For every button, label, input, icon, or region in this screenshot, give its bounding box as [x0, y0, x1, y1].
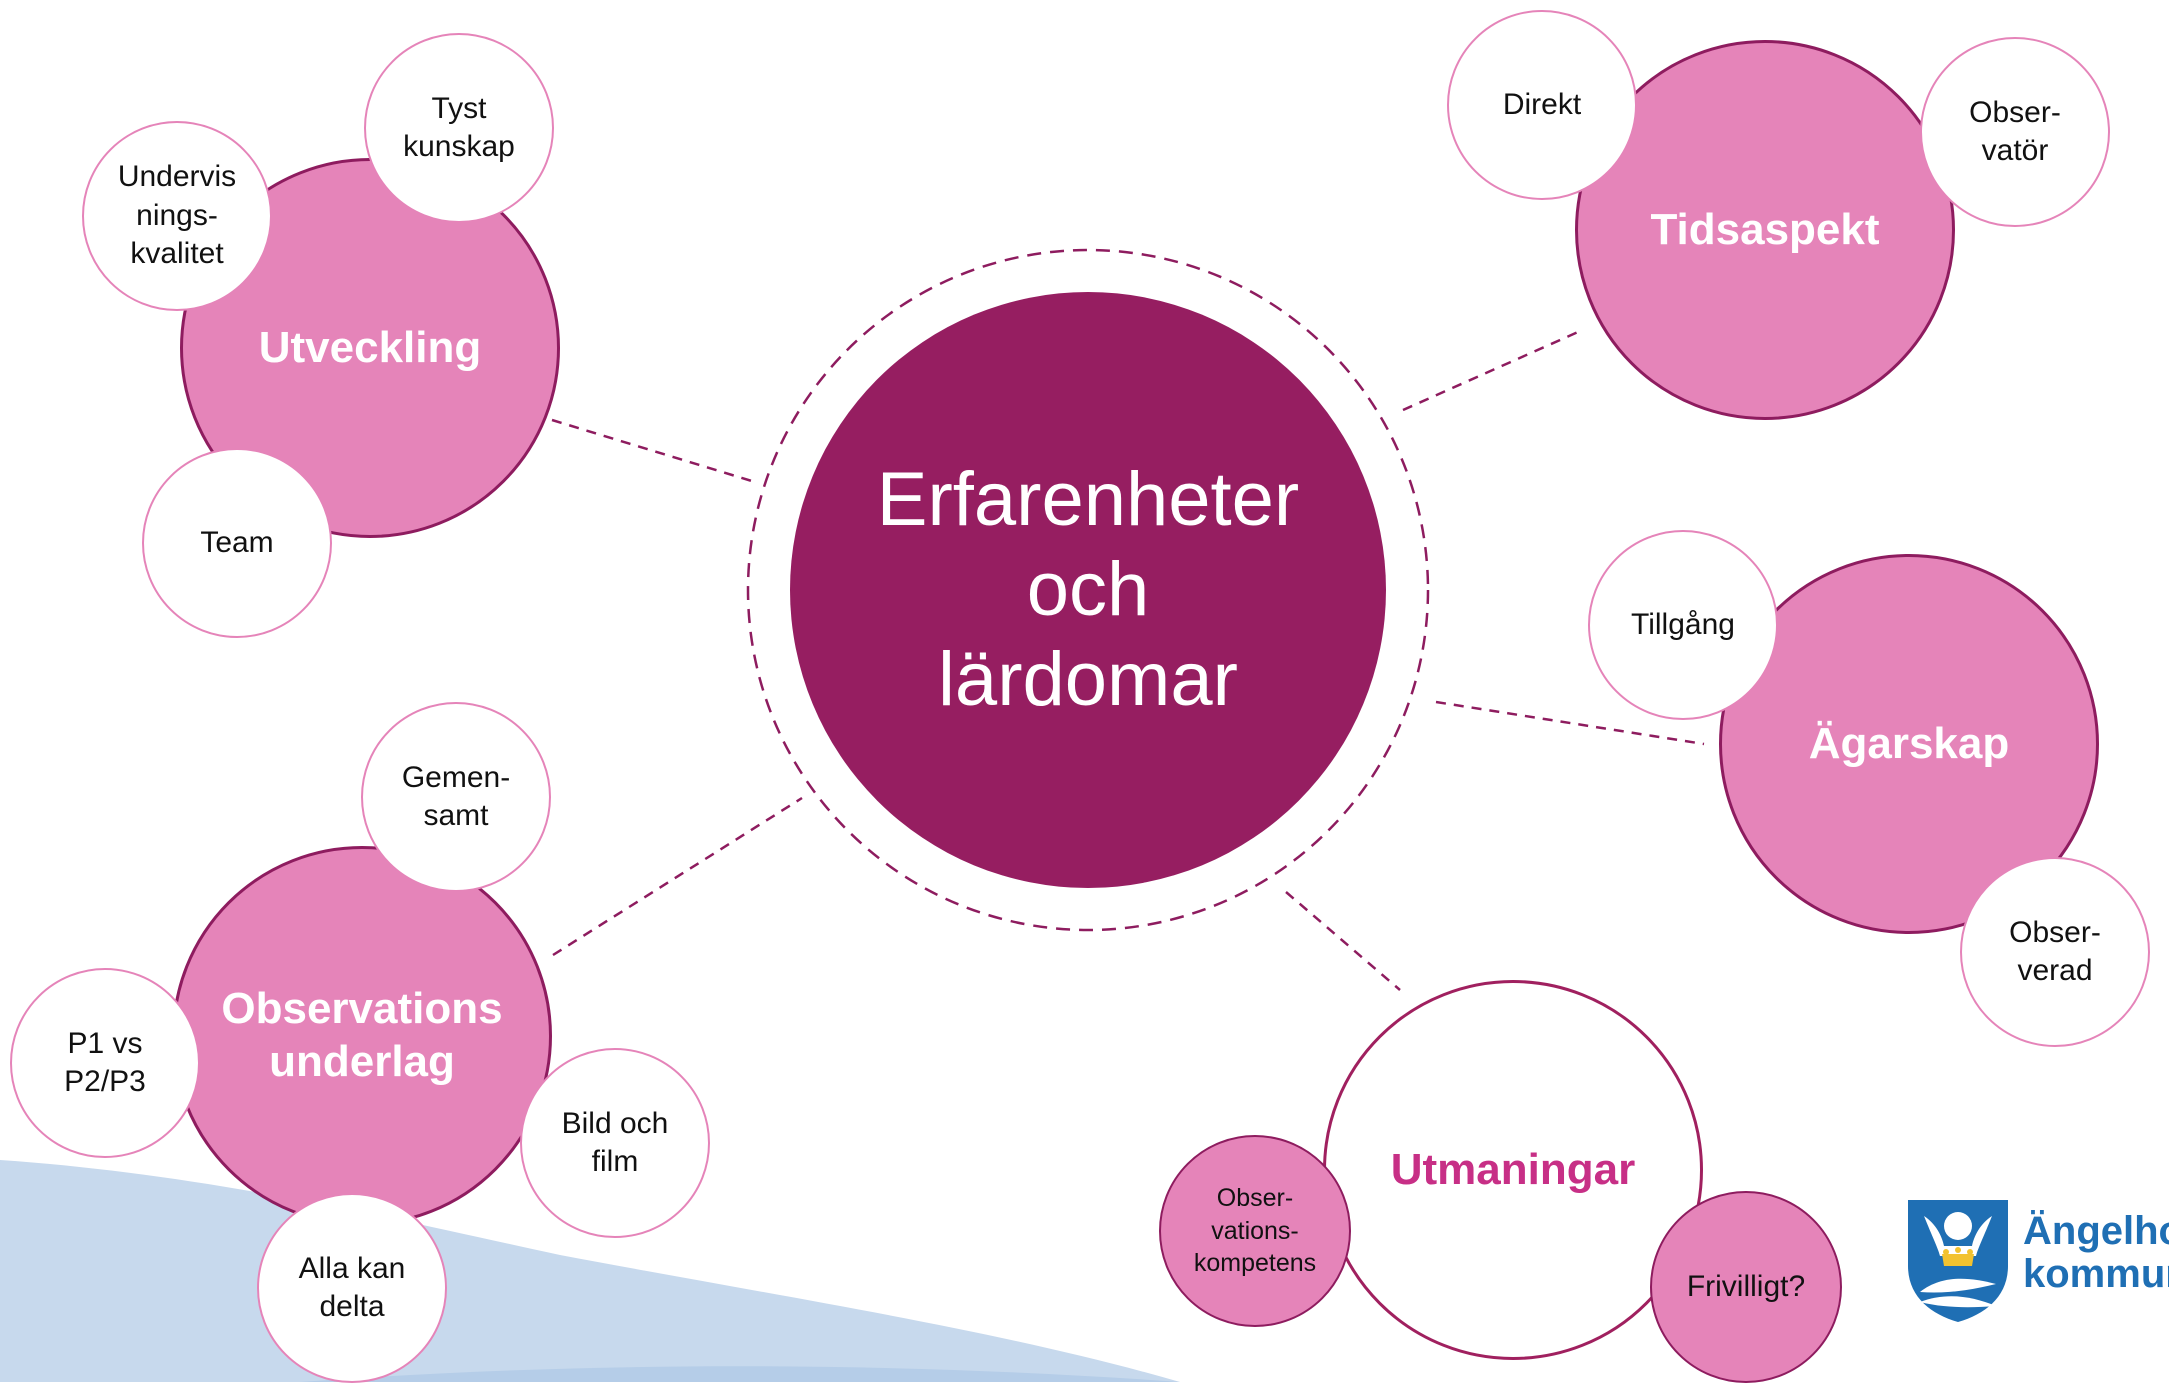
- hub-utveckling-label: Utveckling: [258, 322, 482, 372]
- leaf-bild-och-film-label: Bild och film: [561, 1106, 669, 1178]
- connector-utveckling: [551, 418, 756, 484]
- leaf-tyst-kunskap: Tyst kunskap: [364, 33, 554, 223]
- leaf-tyst-kunskap-label: Tyst kunskap: [403, 91, 515, 163]
- coat-of-arms-icon: [1908, 1200, 2008, 1322]
- leaf-undervisningskvalitet: Undervis nings- kvalitet: [82, 121, 272, 311]
- leaf-frivilligt: Frivilligt?: [1650, 1191, 1842, 1383]
- leaf-undervisningskvalitet-label: Undervis nings- kvalitet: [117, 160, 237, 271]
- connector-utmaningar: [1285, 891, 1401, 991]
- leaf-gemensamt-label: Gemen- samt: [401, 760, 511, 832]
- municipality-logo: Ängelholms kommun: [1906, 1196, 2169, 1326]
- leaf-gemensamt: Gemen- samt: [361, 702, 551, 892]
- leaf-direkt-label: Direkt: [1502, 87, 1582, 121]
- leaf-observationskompetens-label: Obser- vations- kompetens: [1193, 1184, 1317, 1278]
- leaf-p1-vs-p2p3: P1 vs P2/P3: [10, 968, 200, 1158]
- municipality-name: Ängelholms kommun: [2023, 1209, 2169, 1297]
- leaf-observationskompetens: Obser- vations- kompetens: [1159, 1135, 1351, 1327]
- leaf-p1-vs-p2p3-label: P1 vs P2/P3: [64, 1026, 146, 1098]
- leaf-tillgang: Tillgång: [1588, 530, 1778, 720]
- hub-utmaningar-label: Utmaningar: [1390, 1145, 1636, 1194]
- leaf-tillgang-label: Tillgång: [1631, 607, 1735, 641]
- leaf-direkt: Direkt: [1447, 10, 1637, 200]
- center-dashed-ring: [746, 248, 1430, 932]
- center-node: Erfarenheter och lärdomar: [790, 292, 1386, 888]
- connector-observationsunderlag: [552, 796, 803, 957]
- leaf-alla-kan-delta-label: Alla kan delta: [298, 1251, 406, 1323]
- leaf-observerad-label: Obser- verad: [2009, 915, 2101, 987]
- leaf-observerad: Obser- verad: [1960, 857, 2150, 1047]
- hub-observationsunderlag-label: Observations underlag: [221, 984, 503, 1086]
- leaf-observator: Obser- vatör: [1920, 37, 2110, 227]
- leaf-frivilligt-label: Frivilligt?: [1686, 1269, 1806, 1303]
- hub-observationsunderlag: Observations underlag: [172, 846, 552, 1226]
- leaf-observator-label: Obser- vatör: [1969, 95, 2061, 167]
- hub-agarskap-label: Ägarskap: [1808, 718, 2010, 768]
- leaf-team: Team: [142, 448, 332, 638]
- hub-tidsaspekt-label: Tidsaspekt: [1650, 204, 1880, 254]
- hub-tidsaspekt: Tidsaspekt: [1575, 40, 1955, 420]
- center-label: Erfarenheter och lärdomar: [876, 457, 1300, 722]
- leaf-bild-och-film: Bild och film: [520, 1048, 710, 1238]
- connector-tidsaspekt: [1402, 330, 1579, 412]
- leaf-team-label: Team: [200, 525, 274, 559]
- connector-agarskap: [1435, 700, 1705, 746]
- leaf-alla-kan-delta: Alla kan delta: [257, 1193, 447, 1383]
- hub-utmaningar: Utmaningar: [1323, 980, 1703, 1360]
